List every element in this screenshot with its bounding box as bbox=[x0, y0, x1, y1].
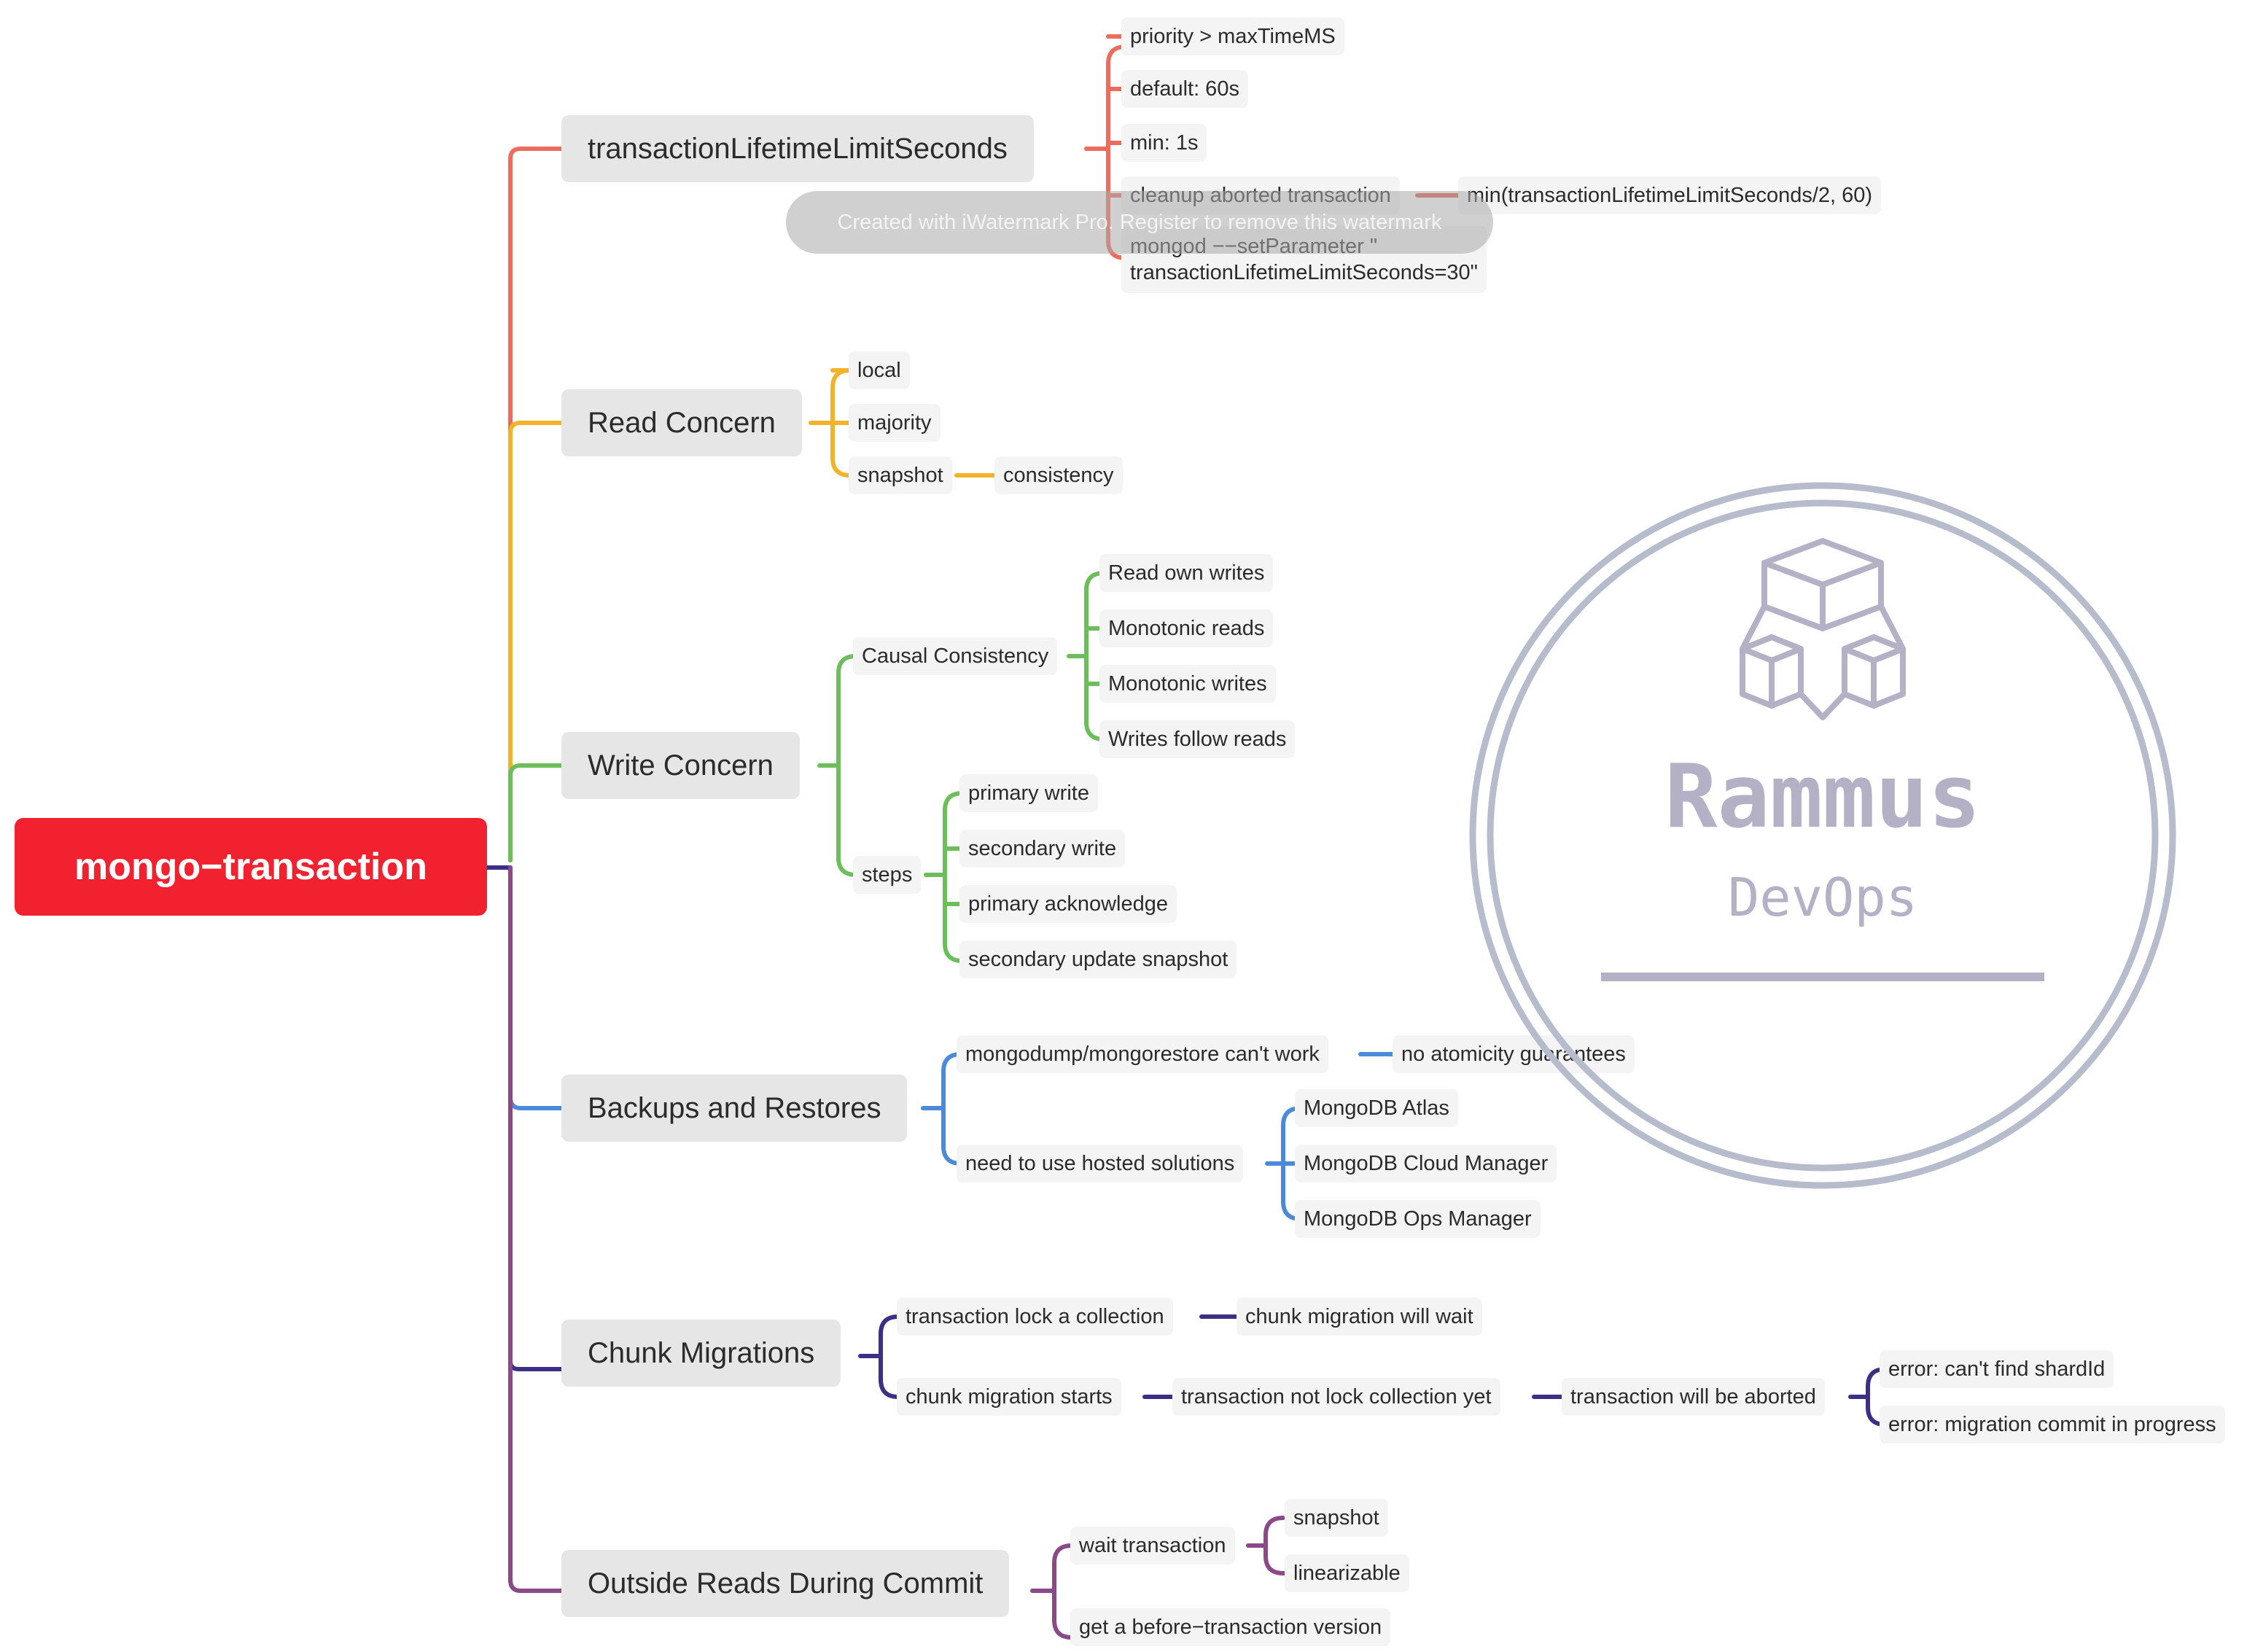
leaf-mongodb-ops-manager[interactable]: MongoDB Ops Manager bbox=[1295, 1200, 1541, 1238]
leaf-consistency[interactable]: consistency bbox=[994, 456, 1123, 494]
leaf-transaction-not-lock[interactable]: transaction not lock collection yet bbox=[1172, 1378, 1500, 1416]
leaf-error-migration-commit[interactable]: error: migration commit in progress bbox=[1880, 1406, 2225, 1443]
branch-outside-reads[interactable]: Outside Reads During Commit bbox=[561, 1550, 1010, 1617]
logo-title: Rammus bbox=[1664, 747, 1980, 848]
leaf-monotonic-reads[interactable]: Monotonic reads bbox=[1099, 609, 1274, 647]
root-node[interactable]: mongo−transaction bbox=[15, 818, 487, 916]
branch-read-concern[interactable]: Read Concern bbox=[561, 389, 802, 456]
watermark-banner: Created with iWatermark Pro. Register to… bbox=[786, 191, 1493, 254]
leaf-monotonic-writes[interactable]: Monotonic writes bbox=[1099, 665, 1276, 703]
leaf-chunk-migration-starts[interactable]: chunk migration starts bbox=[897, 1378, 1121, 1416]
logo-underline bbox=[1601, 973, 2044, 981]
leaf-mongodb-atlas[interactable]: MongoDB Atlas bbox=[1295, 1089, 1458, 1127]
leaf-snapshot-read[interactable]: snapshot bbox=[1285, 1499, 1388, 1537]
rammus-devops-logo: Rammus DevOps bbox=[1469, 482, 2176, 1189]
leaf-no-atomicity[interactable]: no atomicity guarantees bbox=[1393, 1035, 1635, 1073]
leaf-mongod-line2: transactionLifetimeLimitSeconds=30" bbox=[1130, 261, 1478, 284]
leaf-default-60s[interactable]: default: 60s bbox=[1121, 70, 1248, 108]
logo-subtitle: DevOps bbox=[1728, 867, 1917, 928]
leaf-majority[interactable]: majority bbox=[849, 404, 941, 442]
leaf-wait-transaction[interactable]: wait transaction bbox=[1070, 1527, 1235, 1565]
leaf-transaction-aborted[interactable]: transaction will be aborted bbox=[1562, 1378, 1825, 1416]
leaf-primary-write[interactable]: primary write bbox=[959, 774, 1098, 812]
leaf-secondary-update-snapshot[interactable]: secondary update snapshot bbox=[959, 940, 1237, 978]
leaf-hosted-solutions[interactable]: need to use hosted solutions bbox=[957, 1145, 1244, 1182]
cubes-icon bbox=[1740, 538, 1906, 720]
leaf-steps[interactable]: steps bbox=[853, 856, 922, 894]
leaf-chunk-migration-wait[interactable]: chunk migration will wait bbox=[1237, 1298, 1482, 1336]
leaf-read-own-writes[interactable]: Read own writes bbox=[1099, 554, 1274, 592]
leaf-min-1s[interactable]: min: 1s bbox=[1121, 124, 1207, 162]
leaf-secondary-write[interactable]: secondary write bbox=[959, 830, 1126, 868]
leaf-snapshot[interactable]: snapshot bbox=[849, 456, 952, 494]
leaf-writes-follow-reads[interactable]: Writes follow reads bbox=[1099, 720, 1296, 758]
leaf-local[interactable]: local bbox=[849, 351, 910, 389]
leaf-linearizable[interactable]: linearizable bbox=[1285, 1554, 1409, 1592]
branch-transaction-lifetime[interactable]: transactionLifetimeLimitSeconds bbox=[561, 115, 1034, 182]
leaf-primary-acknowledge[interactable]: primary acknowledge bbox=[959, 885, 1177, 923]
leaf-mongodb-cloud-manager[interactable]: MongoDB Cloud Manager bbox=[1295, 1145, 1557, 1182]
branch-backups-restores[interactable]: Backups and Restores bbox=[561, 1075, 908, 1142]
leaf-causal-consistency[interactable]: Causal Consistency bbox=[853, 637, 1058, 675]
branch-write-concern[interactable]: Write Concern bbox=[561, 732, 800, 799]
leaf-mongodump-cant-work[interactable]: mongodump/mongorestore can't work bbox=[957, 1035, 1328, 1073]
branch-chunk-migrations[interactable]: Chunk Migrations bbox=[561, 1320, 841, 1387]
leaf-error-shardid[interactable]: error: can't find shardId bbox=[1880, 1350, 2114, 1388]
leaf-before-transaction-version[interactable]: get a before−transaction version bbox=[1070, 1608, 1391, 1646]
leaf-cleanup-formula[interactable]: min(transactionLifetimeLimitSeconds/2, 6… bbox=[1458, 176, 1882, 214]
leaf-priority[interactable]: priority > maxTimeMS bbox=[1121, 17, 1344, 55]
leaf-transaction-lock-collection[interactable]: transaction lock a collection bbox=[897, 1298, 1173, 1336]
